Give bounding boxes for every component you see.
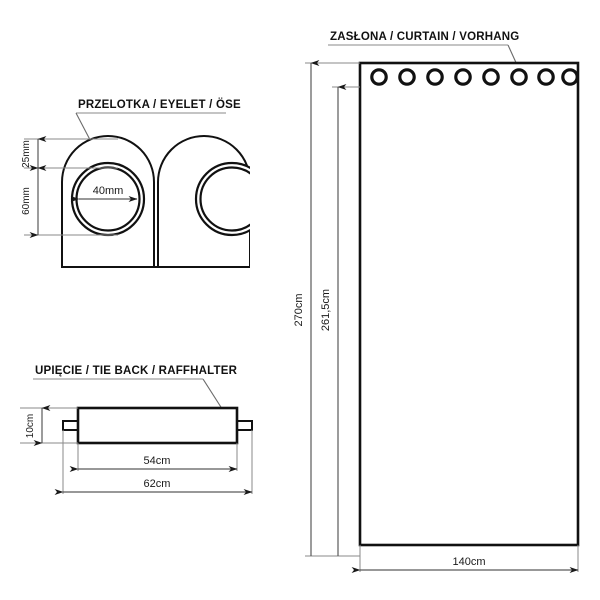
tieback-overall-width-value: 62cm [144, 478, 171, 490]
tieback-section-label: UPIĘCIE / TIE BACK / RAFFHALTER [35, 365, 238, 377]
tieback-body [76, 406, 239, 445]
curtain-group: ZASŁONA / CURTAIN / VORHANG 270cm 261,5c… [293, 31, 580, 573]
eyelet-height-value: 60mm [21, 187, 32, 215]
curtain-section-label: ZASŁONA / CURTAIN / VORHANG [330, 31, 519, 43]
tieback-body-width-value: 54cm [144, 455, 171, 467]
tieback-detail-group: UPIĘCIE / TIE BACK / RAFFHALTER 10cm 54c… [20, 365, 253, 495]
curtain-eyelet-6 [510, 68, 528, 86]
curtain-eyelet-3 [426, 68, 444, 86]
eyelet-top-gap-value: 25mm [21, 140, 32, 168]
curtain-eyelet-7 [537, 68, 555, 86]
curtain-eyelet-1 [370, 68, 388, 86]
curtain-eyelet-8 [561, 68, 579, 86]
curtain-width-value: 140cm [452, 556, 485, 568]
curtain-panel [358, 61, 580, 547]
tieback-height-value: 10cm [25, 414, 36, 438]
curtain-eyelet-5 [482, 68, 500, 86]
eyelet-section-label: PRZELOTKA / EYELET / ÖSE [78, 98, 241, 111]
tieback-left-tab [62, 420, 80, 431]
eyelet-detail-group: PRZELOTKA / EYELET / ÖSE 40mm 25mm 60mm [21, 98, 250, 268]
curtain-eyelet-4 [454, 68, 472, 86]
eyelet-inner-ring-right [199, 166, 250, 232]
tieback-right-tab [235, 420, 253, 431]
curtain-total-height-value: 270cm [293, 293, 305, 326]
curtain-eyelet-row [370, 68, 579, 86]
eyelet-diameter-value: 40mm [93, 185, 124, 197]
eyelet-right-rings [194, 161, 250, 237]
curtain-eyelet-2 [398, 68, 416, 86]
curtain-fabric-height-value: 261,5cm [320, 289, 332, 331]
